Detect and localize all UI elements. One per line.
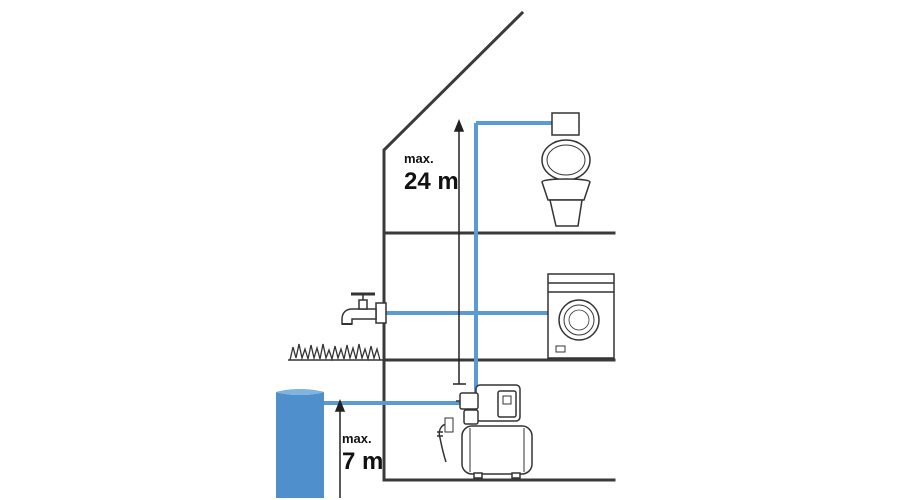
height-arrow-lower <box>334 398 346 498</box>
water-tank-icon <box>276 389 324 498</box>
toilet-icon <box>541 112 591 227</box>
grass-icon <box>288 343 384 362</box>
pump-icon <box>437 384 533 479</box>
height-upper-prefix: max. <box>404 151 434 166</box>
garden-tap-icon <box>341 292 387 325</box>
height-upper-value: 24 m <box>404 168 459 195</box>
height-arrow-upper <box>453 118 466 385</box>
height-lower-prefix: max. <box>342 431 372 446</box>
house-icon <box>382 10 616 482</box>
water-pipes <box>324 121 552 405</box>
washing-machine-icon <box>547 273 615 359</box>
height-lower-value: 7 m <box>342 448 383 475</box>
